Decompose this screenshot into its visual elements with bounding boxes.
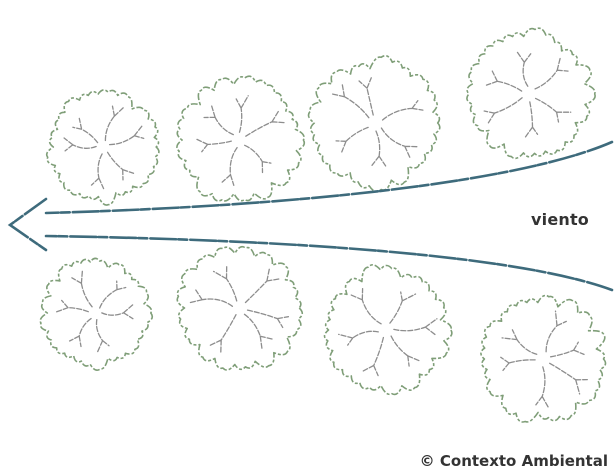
trees-layer (39, 27, 607, 423)
tree-canopy-outline (176, 75, 306, 202)
tree-canopy-outline (45, 89, 160, 206)
tree-bottom-3 (323, 264, 453, 396)
tree-canopy-outline (480, 294, 607, 423)
tree-canopy-outline (307, 54, 441, 193)
wind-line-lower (44, 234, 614, 292)
tree-branches (63, 105, 145, 190)
tree-branches (330, 77, 424, 167)
tree-canopy-outline (466, 27, 596, 160)
tree-branches (196, 95, 286, 186)
tree-branches (500, 310, 588, 408)
tree-canopy-outline (323, 264, 453, 396)
wind-arrowhead (7, 197, 48, 252)
tree-top-1 (45, 89, 160, 206)
tree-top-2 (176, 75, 306, 202)
tree-bottom-1 (39, 257, 154, 371)
tree-branches (338, 288, 438, 377)
wind-arrow (7, 140, 614, 292)
tree-canopy-outline (39, 257, 154, 371)
tree-branches (189, 265, 290, 353)
tree-bottom-2 (176, 245, 304, 371)
tree-top-4 (466, 27, 596, 160)
tree-top-3 (307, 54, 441, 193)
wind-label: viento (531, 210, 589, 229)
tree-branches (483, 50, 572, 138)
tree-bottom-4 (480, 294, 607, 423)
tree-canopy-outline (176, 245, 304, 371)
tree-branches (55, 269, 134, 353)
copyright-credit: © Contexto Ambiental (419, 452, 608, 470)
wind-line-upper (44, 140, 614, 215)
